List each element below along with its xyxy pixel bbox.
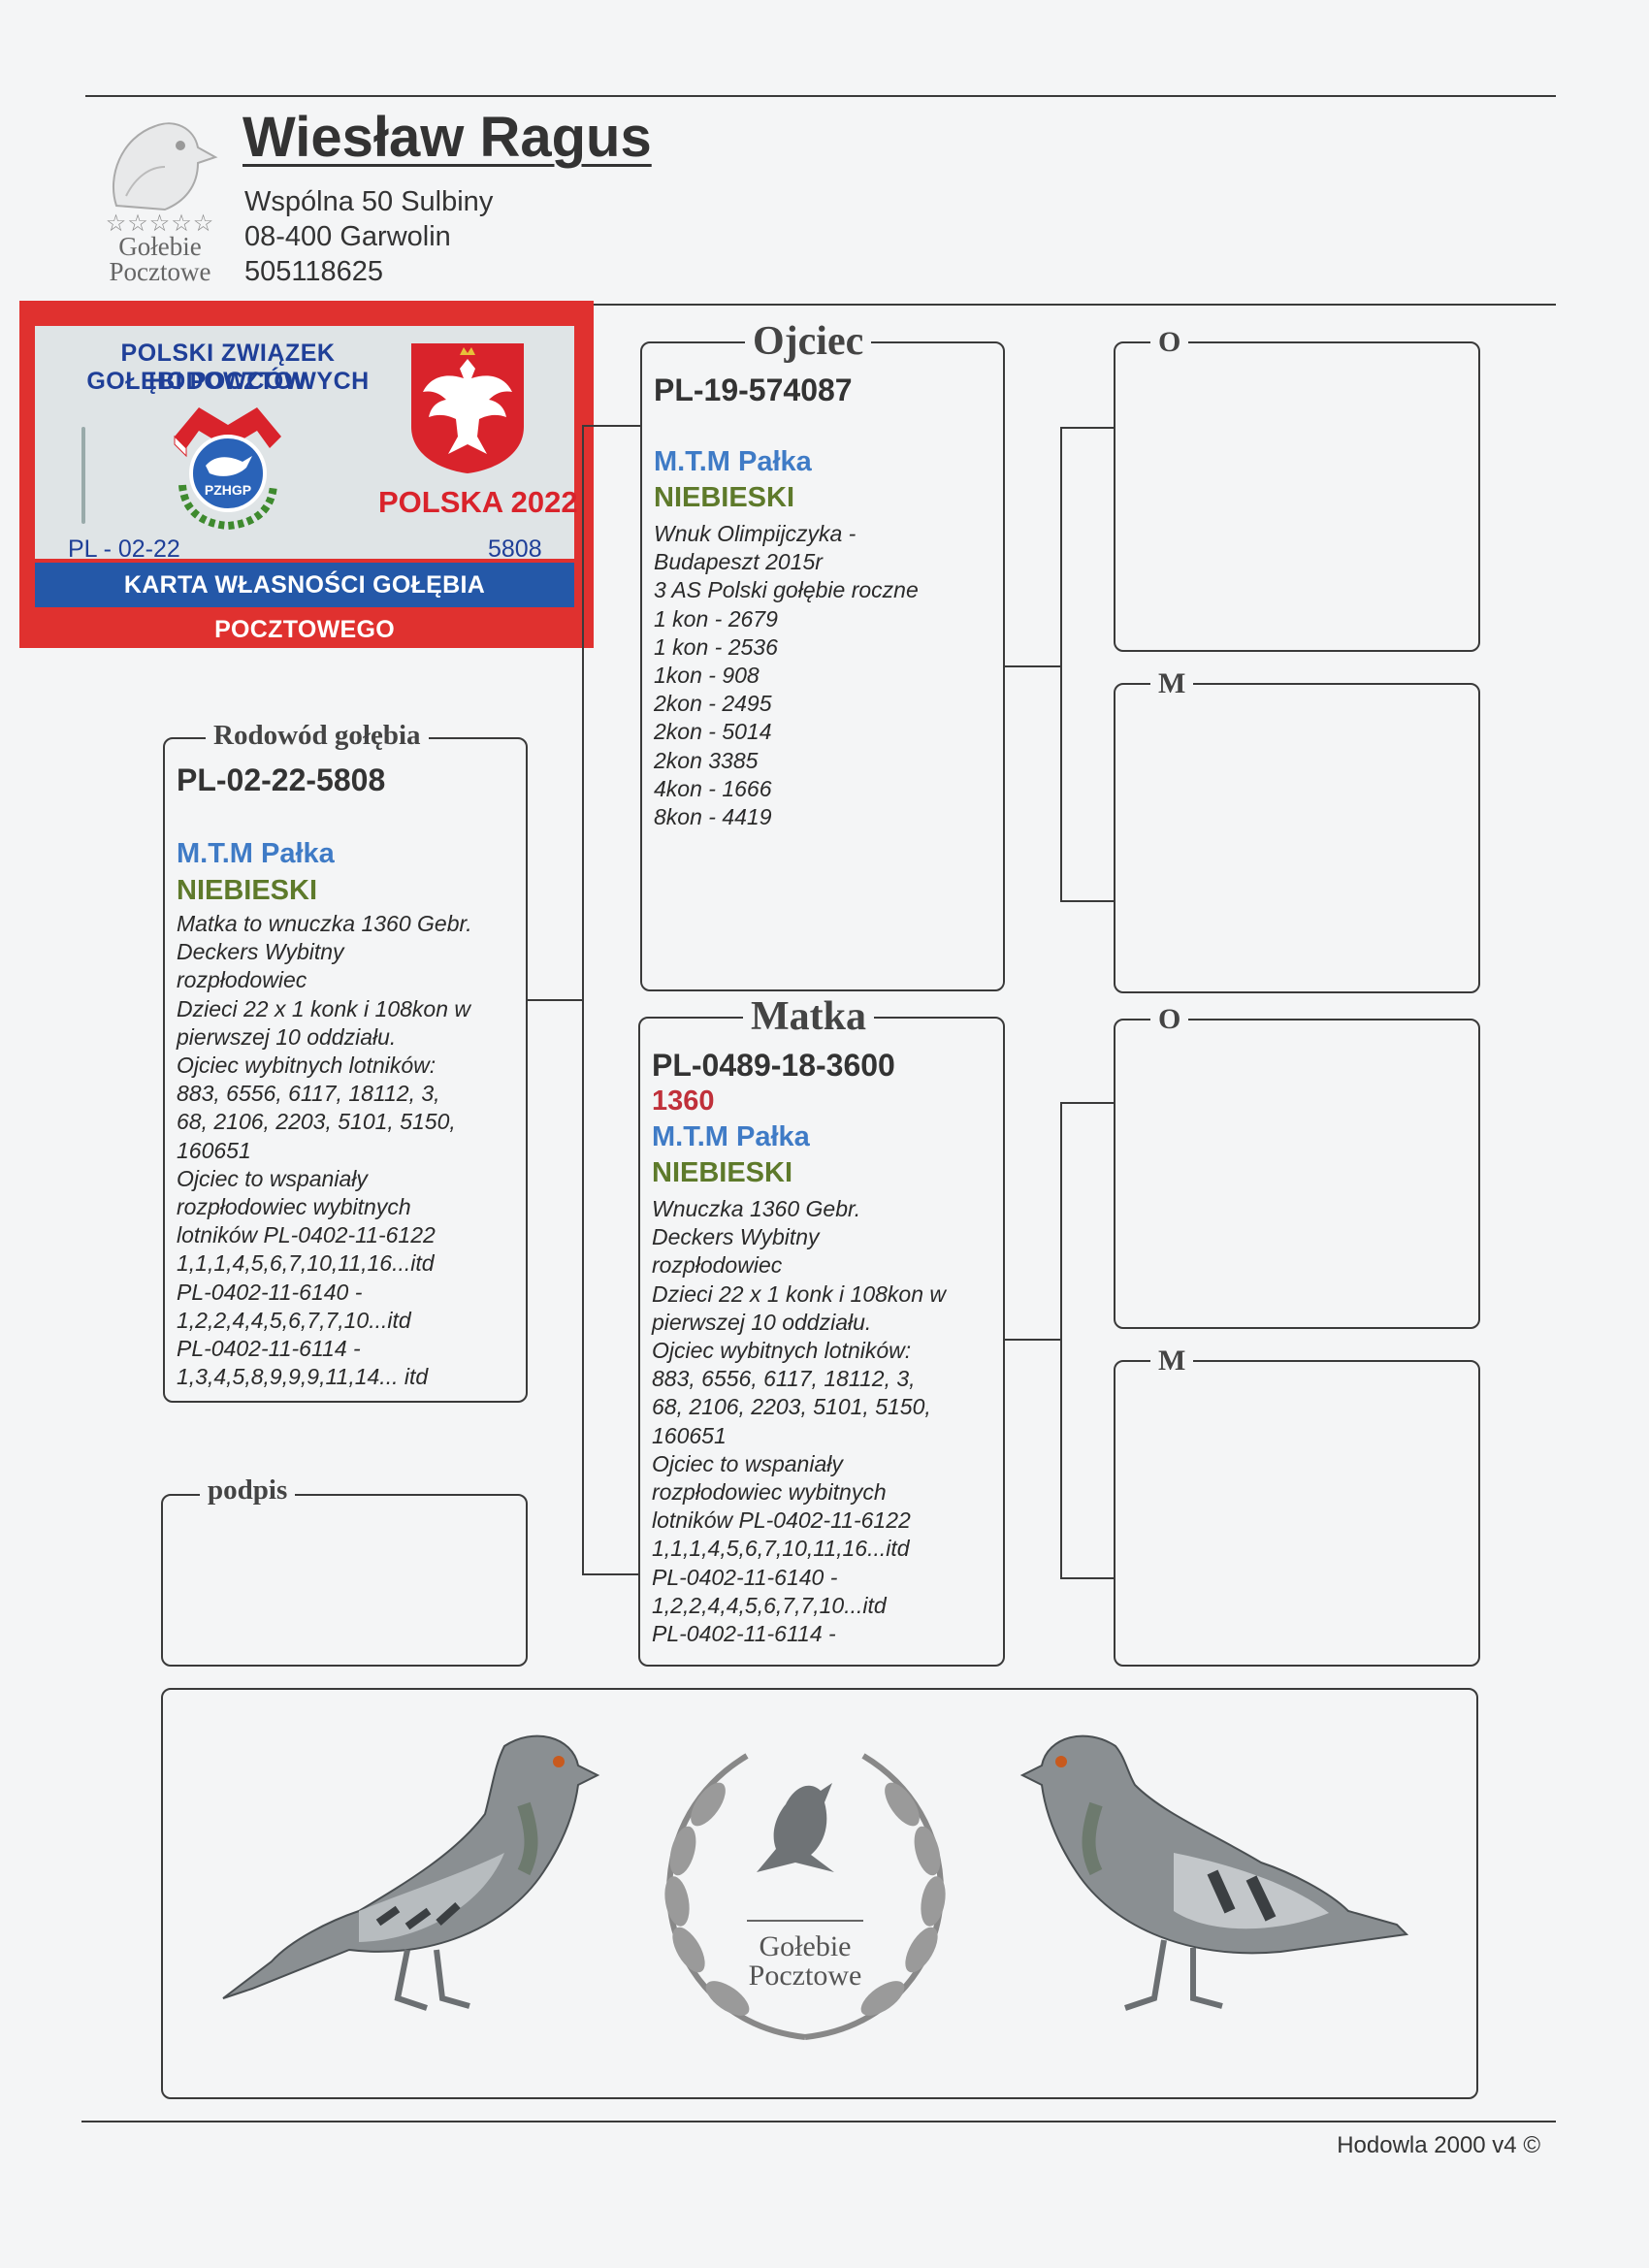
- owner-name: Wiesław Ragus: [242, 106, 652, 169]
- subject-description: Matka to wnuczka 1360 Gebr. Deckers Wybi…: [177, 911, 472, 1390]
- wreath-logo-line1: Gołebie: [760, 1930, 852, 1962]
- mother-ring: PL-0489-18-3600: [652, 1048, 895, 1083]
- father-description: Wnuk Olimpijczyka - Budapeszt 2015r 3 AS…: [654, 521, 919, 830]
- card-band: KARTA WŁASNOŚCI GOŁĘBIA POCZTOWEGO: [35, 563, 574, 643]
- mother-name: 1360: [652, 1085, 715, 1117]
- connector-line: [1004, 1339, 1060, 1341]
- father-ring: PL-19-574087: [654, 373, 853, 407]
- connector-line: [1060, 427, 1062, 902]
- signature-title: podpis: [200, 1474, 296, 1507]
- grandparent-panel-father-father: [1114, 341, 1480, 652]
- father-color: NIEBIESKI: [654, 482, 795, 513]
- subject-breeder: M.T.M Pałka: [177, 838, 335, 869]
- bottom-rule: [81, 2121, 1556, 2122]
- owner-address-line2: 08-400 Garwolin: [244, 221, 451, 252]
- card-needle: [81, 427, 85, 524]
- connector-line: [1060, 1102, 1062, 1579]
- card-year: POLSKA 2022: [378, 485, 578, 519]
- subject-ring: PL-02-22-5808: [177, 762, 386, 797]
- owner-phone: 505118625: [244, 256, 384, 287]
- polish-eagle-emblem: [407, 340, 528, 475]
- logo-text-line2: Pocztowe: [109, 257, 211, 286]
- emblem-text: PZHGP: [205, 482, 251, 498]
- father-breeder: M.T.M Pałka: [654, 446, 812, 477]
- signature-panel: [161, 1494, 528, 1667]
- connector-line: [1004, 665, 1060, 667]
- mother-panel: Wnuczka 1360 Gebr. Deckers Wybitny rozpł…: [638, 1017, 1005, 1667]
- card-org-line2: GOŁĘBI POCZTOWYCH: [86, 368, 370, 395]
- logo-stars: ☆☆☆☆☆: [105, 211, 215, 237]
- pigeon-illustration-right: [999, 1707, 1426, 2057]
- pigeon-illustration-left: [213, 1707, 621, 2057]
- card-ring-prefix: PL - 02-22: [68, 535, 180, 563]
- pigeon-head-logo: [97, 109, 223, 215]
- connector-line: [1060, 900, 1115, 902]
- pzhgp-emblem: PZHGP: [155, 398, 301, 534]
- wreath-logo: Gołebie Pocztowe: [640, 1727, 970, 2057]
- grandparent-title-father-mother: M: [1150, 667, 1194, 700]
- wreath-logo-line2: Pocztowe: [749, 1960, 862, 1992]
- mother-description: Wnuczka 1360 Gebr. Deckers Wybitny rozpł…: [652, 1196, 946, 1647]
- mother-panel-title: Matka: [743, 993, 874, 1040]
- copyright-note: Hodowla 2000 v4 ©: [1337, 2132, 1540, 2158]
- card-ring-number: 5808: [488, 535, 542, 563]
- mother-color: NIEBIESKI: [652, 1157, 793, 1188]
- illustration-panel: [161, 1688, 1478, 2099]
- card-org-line1: POLSKI ZWIĄZEK HODOWCÓW: [120, 340, 336, 395]
- top-rule: [85, 95, 1556, 97]
- subject-panel-title: Rodowód gołębia: [206, 720, 429, 752]
- connector-line: [582, 425, 640, 427]
- logo-text-line1: Gołebie: [118, 232, 202, 261]
- owner-address-line1: Wspólna 50 Sulbiny: [244, 186, 494, 217]
- mother-breeder: M.T.M Pałka: [652, 1121, 810, 1152]
- father-panel-title: Ojciec: [745, 318, 872, 365]
- subject-color: NIEBIESKI: [177, 875, 318, 906]
- grandparent-panel-father-mother: [1114, 683, 1480, 993]
- connector-line: [582, 1573, 640, 1575]
- grandparent-panel-mother-mother: [1114, 1360, 1480, 1667]
- connector-line: [1060, 1102, 1115, 1104]
- grandparent-panel-mother-father: [1114, 1019, 1480, 1329]
- connector-line: [526, 999, 584, 1001]
- connector-line: [1060, 1577, 1115, 1579]
- grandparent-title-father-father: O: [1150, 326, 1189, 359]
- connector-line: [1060, 427, 1115, 429]
- grandparent-title-mother-father: O: [1150, 1003, 1189, 1036]
- grandparent-title-mother-mother: M: [1150, 1345, 1194, 1377]
- header-rule: [85, 304, 1556, 306]
